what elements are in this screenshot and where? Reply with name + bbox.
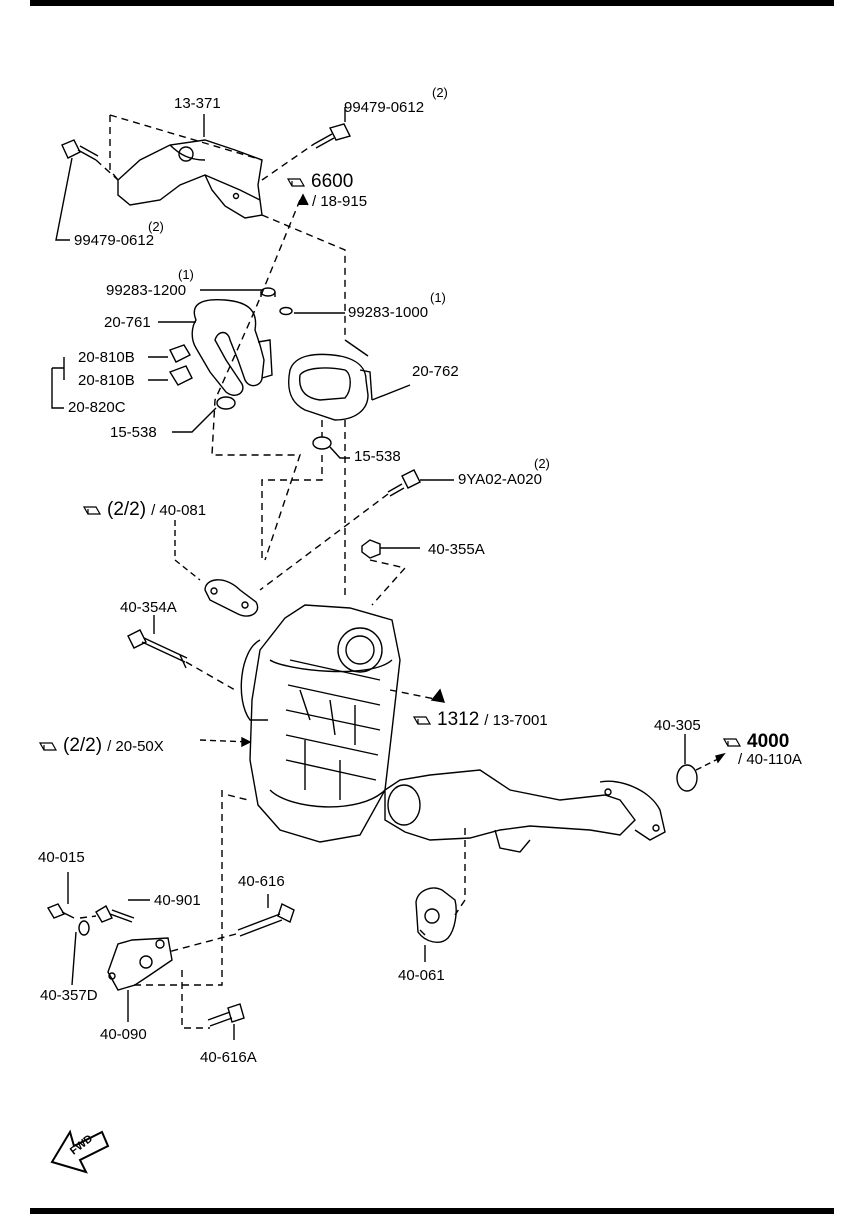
label-40-357d: 40-357D: [40, 987, 98, 1004]
ref-6600-number: 6600: [311, 171, 354, 192]
ref-6600-section: / 18-915: [312, 193, 368, 210]
bolt-99479-left: [61, 139, 99, 161]
top-rule: [30, 0, 834, 6]
label-40-616a: 40-616A: [200, 1049, 257, 1066]
ref-20-50x-section: / 20-50X: [107, 738, 164, 755]
qty-9ya02-a020: (2): [534, 456, 550, 471]
bolt-40-354a: [127, 629, 188, 669]
reference-mark-icon: [82, 506, 102, 515]
reference-mark-icon: [722, 738, 742, 747]
ref-20-50x[interactable]: (2/2) / 20-50X: [38, 736, 164, 755]
ref-40-081-page: (2/2): [107, 499, 147, 520]
nut-40-355a: [361, 539, 381, 559]
clamp-15-538-a: [216, 396, 236, 410]
bottom-rule: [30, 1208, 834, 1214]
stud-bolt-40-616: [237, 903, 295, 937]
ref-1312-section: / 13-7001: [484, 712, 548, 729]
label-15-538-b: 15-538: [354, 448, 401, 465]
label-40-015: 40-015: [38, 849, 85, 866]
ref-1312[interactable]: 1312 / 13-7001: [412, 710, 548, 729]
hose-20-761: [191, 298, 273, 396]
ref-4000[interactable]: 4000: [722, 732, 789, 751]
clip-20-810b-lower: [168, 365, 193, 386]
gasket-40-305: [676, 764, 698, 792]
hose-20-762: [288, 353, 373, 421]
catalytic-converter: [240, 604, 401, 843]
label-20-820c: 20-820C: [68, 399, 126, 416]
clip-20-810b-upper: [169, 344, 191, 363]
reference-mark-icon: [412, 716, 432, 725]
ref-1312-number: 1312: [437, 709, 480, 730]
ref-4000-number: 4000: [747, 731, 790, 752]
clamp-99283-1200: [260, 287, 276, 297]
label-20-810b-upper: 20-810B: [78, 349, 135, 366]
label-99479-top: 99479-0612: [344, 99, 425, 116]
clamp-99283-1000: [279, 306, 293, 316]
label-20-761: 20-761: [104, 314, 151, 331]
label-20-762: 20-762: [412, 363, 459, 380]
label-20-810b-lower: 20-810B: [78, 372, 135, 389]
gasket-40-081: [204, 579, 259, 617]
label-13-371: 13-371: [174, 95, 221, 112]
label-40-354a: 40-354A: [120, 599, 177, 616]
bolt-40-901: [95, 905, 135, 923]
label-9ya02-a020: 9YA02-A020: [458, 471, 542, 488]
label-40-355a: 40-355A: [428, 541, 485, 558]
bracket-40-090: [107, 937, 173, 991]
heat-shield-13-371: [117, 139, 263, 219]
bolt-40-616a: [207, 1003, 245, 1027]
ref-4000-sub: / 40-110A: [738, 752, 802, 767]
label-40-090: 40-090: [100, 1026, 147, 1043]
bolt-99479-top: [313, 123, 352, 149]
ref-40-081-section: / 40-081: [151, 502, 207, 519]
ref-6600[interactable]: 6600: [286, 172, 353, 191]
qty-99479-top: (2): [432, 85, 448, 100]
ref-20-50x-page: (2/2): [63, 735, 103, 756]
label-99283-1200: 99283-1200: [106, 282, 187, 299]
label-40-901: 40-901: [154, 892, 201, 909]
label-99479-left: 99479-0612: [74, 232, 155, 249]
label-15-538-a: 15-538: [110, 424, 157, 441]
bolt-40-015: [46, 903, 75, 919]
label-40-061: 40-061: [398, 967, 445, 984]
reference-mark-icon: [38, 742, 58, 751]
ref-4000-section: / 40-110A: [738, 751, 802, 768]
clamp-15-538-b: [312, 436, 332, 450]
hanger-rubber-40-061: [415, 887, 457, 943]
fwd-arrow-icon: [50, 1129, 110, 1174]
qty-99283-1000: (1): [430, 290, 446, 305]
bolt-9ya02-a020: [387, 469, 421, 497]
label-99283-1000: 99283-1000: [348, 304, 429, 321]
reference-mark-icon: [286, 178, 306, 187]
qty-99283-1200: (1): [178, 267, 194, 282]
ref-6600-sub: / 18-915: [312, 194, 367, 209]
washer-40-357d: [78, 920, 90, 936]
qty-99479-left: (2): [148, 219, 164, 234]
exhaust-pipe: [384, 769, 666, 853]
label-40-305: 40-305: [654, 717, 701, 734]
ref-40-081[interactable]: (2/2) / 40-081: [82, 500, 206, 519]
label-40-616: 40-616: [238, 873, 285, 890]
